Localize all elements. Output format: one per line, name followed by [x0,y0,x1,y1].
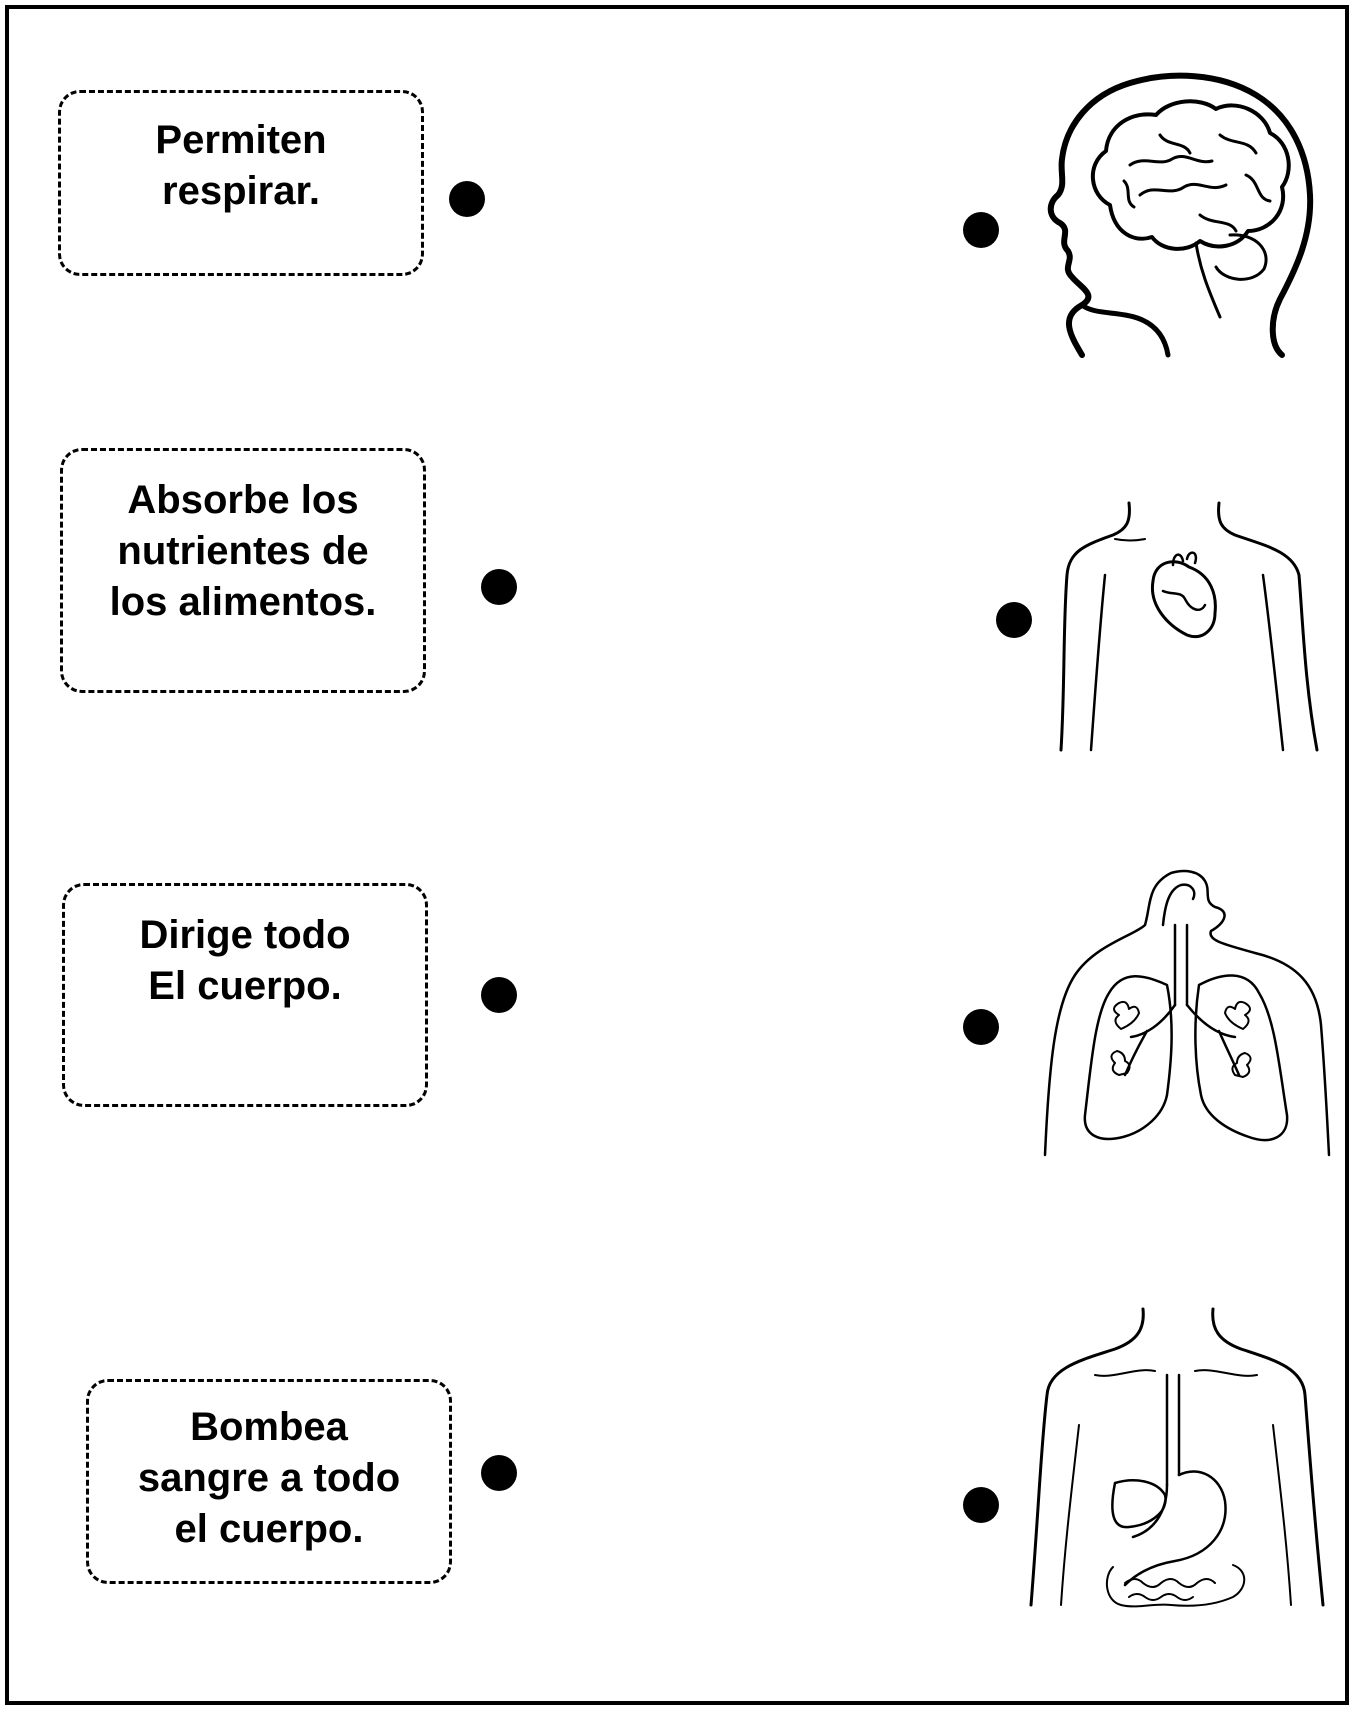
function-card-absorb: Absorbe los nutrientes de los alimentos. [60,448,426,693]
match-dot-right-2[interactable] [996,602,1032,638]
match-dot-right-1[interactable] [963,212,999,248]
match-dot-right-4[interactable] [963,1487,999,1523]
lungs-torso-icon [1035,865,1335,1160]
match-dot-left-4[interactable] [481,1455,517,1491]
brain-head-icon [1020,55,1320,370]
match-dot-right-3[interactable] [963,1009,999,1045]
function-card-label: Dirige todo El cuerpo. [139,913,351,1008]
worksheet-border [5,5,1349,1705]
function-card-label: Permiten respirar. [155,118,327,213]
function-card-label: Bombea sangre a todo el cuerpo. [137,1405,401,1551]
function-card-breathe: Permiten respirar. [58,90,424,276]
match-dot-left-3[interactable] [481,977,517,1013]
function-card-pump: Bombea sangre a todo el cuerpo. [86,1379,452,1584]
heart-torso-icon [1055,495,1325,755]
match-dot-left-1[interactable] [449,181,485,217]
match-dot-left-2[interactable] [481,569,517,605]
function-card-direct: Dirige todo El cuerpo. [62,883,428,1107]
stomach-intestines-torso-icon [1025,1305,1325,1610]
function-card-label: Absorbe los nutrientes de los alimentos. [109,478,377,624]
